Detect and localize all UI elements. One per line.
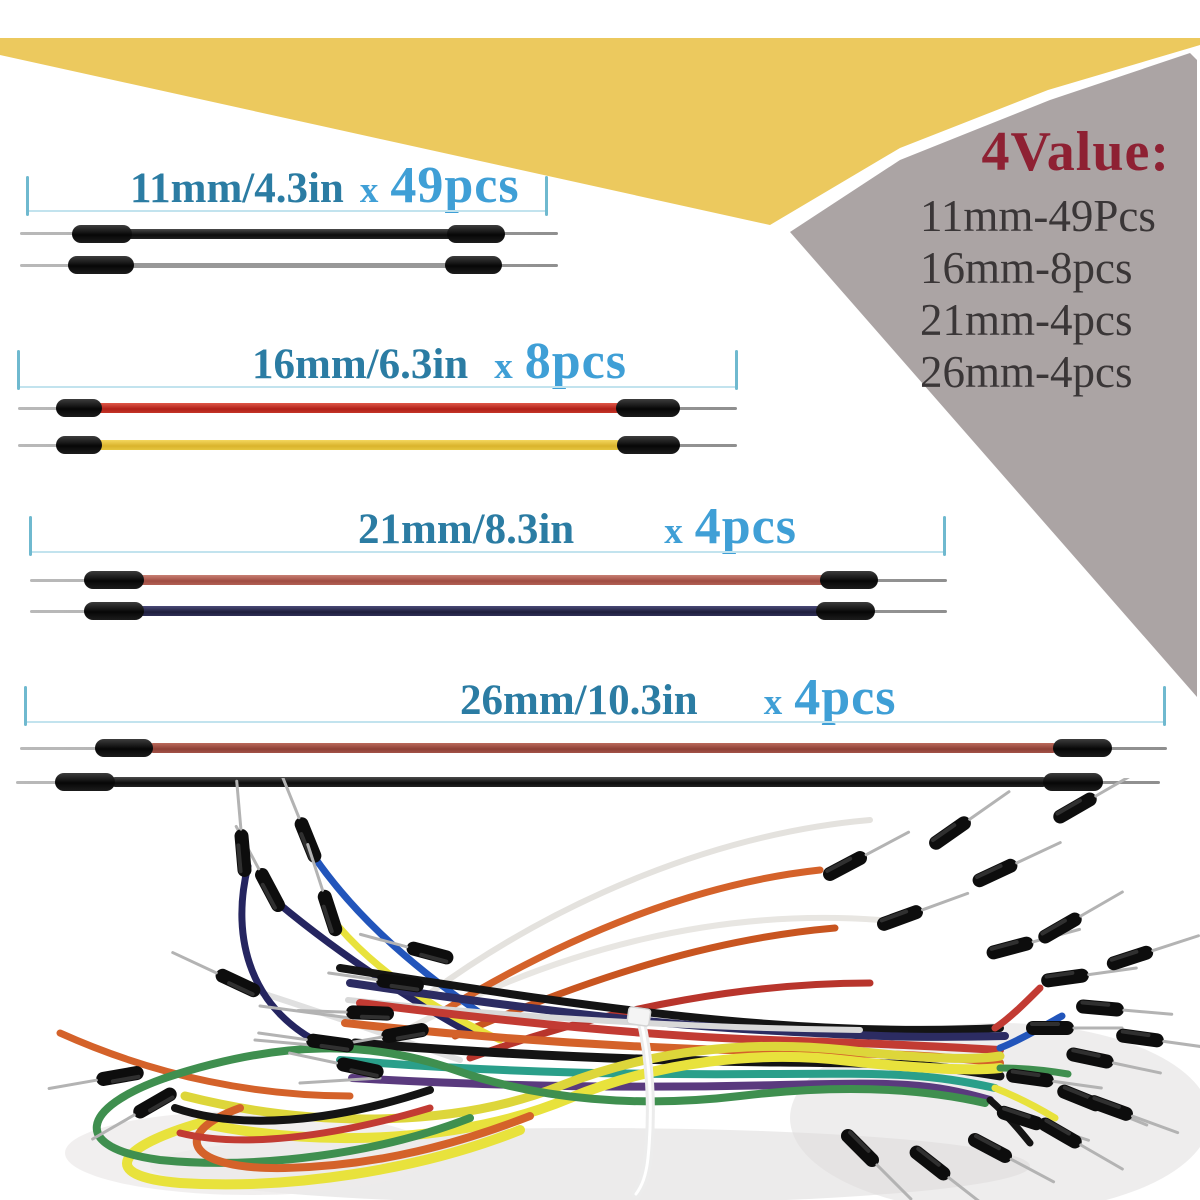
jumper-wire-bundle-photo — [46, 778, 1200, 1200]
dimension-line — [25, 721, 1165, 723]
row-label-16mm: 16mm/6.3in x 8pcs — [252, 332, 627, 391]
value-panel-title: 4Value: — [981, 121, 1170, 183]
wire-connector — [95, 739, 153, 757]
dimension-tick-right — [545, 176, 548, 216]
multiplier-label: x — [664, 511, 683, 552]
wire-body-brick — [148, 743, 1058, 753]
wire-connector — [1053, 739, 1112, 757]
wire-body-yellow — [96, 440, 622, 450]
dimension-tick-left — [24, 686, 27, 726]
wire-connector — [55, 773, 115, 791]
dimension-tick-right — [735, 350, 738, 390]
dimension-tick-right — [943, 516, 946, 556]
dimension-line — [30, 551, 945, 553]
cable-tie — [626, 1006, 655, 1199]
wire-connector — [72, 225, 132, 243]
row-label-11mm: 11mm/4.3in x 49pcs — [130, 156, 520, 215]
quantity-label: 49pcs — [390, 157, 520, 214]
wire-connector — [617, 436, 680, 454]
size-label: 16mm/6.3in — [252, 341, 469, 388]
wire-connector — [820, 571, 878, 589]
row-label-26mm: 26mm/10.3in x 4pcs — [460, 668, 896, 727]
size-label: 26mm/10.3in — [460, 677, 698, 724]
row-label-21mm: 21mm/8.3in x 4pcs — [358, 497, 797, 556]
dimension-tick-left — [29, 516, 32, 556]
dimension-line — [27, 210, 547, 212]
value-panel-list: 11mm-49Pcs 16mm-8pcs 21mm-4pcs 26mm-4pcs — [920, 190, 1156, 398]
multiplier-label: x — [763, 682, 783, 723]
wire-connector — [816, 602, 875, 620]
quantity-label: 4pcs — [694, 498, 797, 555]
value-item: 16mm-8pcs — [920, 243, 1133, 293]
wire-connector — [616, 399, 680, 417]
wire-body-black — [110, 777, 1048, 787]
wire-body-navy — [138, 606, 822, 616]
dimension-tick-right — [1163, 686, 1166, 726]
wire-connector — [447, 225, 505, 243]
wire-body-black — [125, 229, 455, 239]
value-item: 11mm-49Pcs — [920, 191, 1156, 241]
wire-connector — [68, 256, 134, 274]
value-item: 21mm-4pcs — [920, 295, 1133, 345]
quantity-label: 4pcs — [794, 669, 897, 726]
wire-body-salmon — [138, 575, 826, 585]
wire-connector — [56, 436, 102, 454]
wire-body-gray — [128, 263, 452, 268]
value-item: 26mm-4pcs — [920, 347, 1133, 397]
wire-connector — [84, 602, 144, 620]
quantity-label: 8pcs — [524, 333, 627, 390]
multiplier-label: x — [359, 170, 379, 211]
dimension-tick-left — [26, 176, 29, 216]
wire-body-red — [96, 403, 622, 413]
size-label: 21mm/8.3in — [358, 506, 575, 553]
wire-connector — [56, 399, 102, 417]
wire-connector — [1043, 773, 1103, 791]
size-label: 11mm/4.3in — [130, 165, 344, 212]
wire-connector — [445, 256, 502, 274]
dimension-tick-left — [17, 350, 20, 390]
wire-connector — [84, 571, 144, 589]
dimension-line — [18, 386, 737, 388]
multiplier-label: x — [494, 346, 513, 387]
